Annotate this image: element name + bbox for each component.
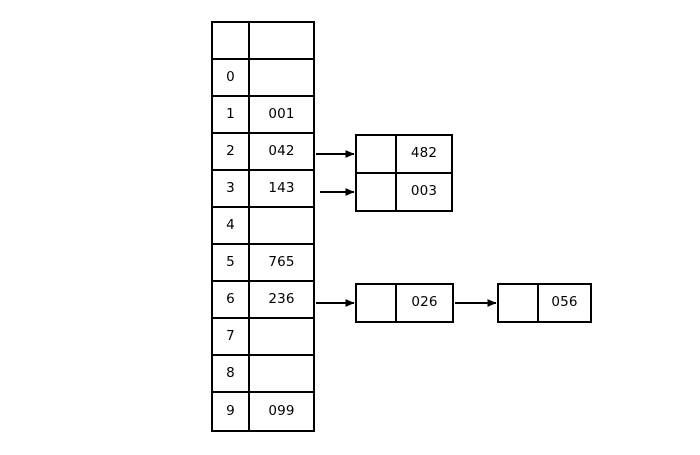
bucket-index-3: 3: [213, 171, 250, 206]
chain-node-056[interactable]: 056: [497, 283, 592, 323]
bucket-value-9: 099: [268, 402, 295, 419]
header-value-cell: [250, 23, 313, 58]
bucket-index-7: 7: [213, 319, 250, 354]
hash-table: 0 1 001 2 042 3 143 4 5 765 6 236 7: [211, 21, 315, 432]
bucket-value-7: [250, 319, 313, 354]
bucket-index-9: 9: [213, 393, 250, 430]
bucket-value-4: [250, 208, 313, 243]
bucket-index-5: 5: [213, 245, 250, 280]
table-row[interactable]: 8: [213, 356, 313, 393]
table-row[interactable]: 9 099: [213, 393, 313, 430]
table-row[interactable]: 3 143: [213, 171, 313, 208]
chain-node-482[interactable]: 482: [355, 134, 453, 174]
bucket-index-6: 6: [213, 282, 250, 317]
node-pointer-cell-482: [357, 136, 397, 172]
header-index-cell: [213, 23, 250, 58]
bucket-index-8: 8: [213, 356, 250, 391]
table-row[interactable]: 2 042: [213, 134, 313, 171]
table-row[interactable]: 7: [213, 319, 313, 356]
chain-node-003[interactable]: 003: [355, 172, 453, 212]
bucket-index-4: 4: [213, 208, 250, 243]
bucket-index-2: 2: [213, 134, 250, 169]
bucket-index-0: 0: [213, 60, 250, 95]
node-pointer-cell-026: [357, 285, 397, 321]
node-value-cell-056: 056: [551, 294, 578, 311]
node-value-cell-003: 003: [410, 183, 438, 200]
bucket-value-3: 143: [268, 179, 295, 196]
table-row[interactable]: 0: [213, 60, 313, 97]
table-row[interactable]: 5 765: [213, 245, 313, 282]
table-row[interactable]: 6 236: [213, 282, 313, 319]
bucket-value-1: 001: [268, 105, 295, 122]
bucket-value-0: [250, 60, 313, 95]
chain-node-026[interactable]: 026: [355, 283, 454, 323]
node-pointer-cell-056: [499, 285, 539, 321]
node-value-cell-026: 026: [411, 294, 438, 311]
table-row[interactable]: 1 001: [213, 97, 313, 134]
table-row[interactable]: 4: [213, 208, 313, 245]
table-header-row: [213, 23, 313, 60]
bucket-index-1: 1: [213, 97, 250, 132]
bucket-value-6: 236: [268, 290, 295, 307]
bucket-value-5: 765: [268, 253, 295, 270]
bucket-value-8: [250, 356, 313, 391]
bucket-value-2: 042: [268, 142, 295, 159]
node-pointer-cell-003: [357, 174, 397, 210]
node-value-cell-482: 482: [410, 145, 438, 162]
